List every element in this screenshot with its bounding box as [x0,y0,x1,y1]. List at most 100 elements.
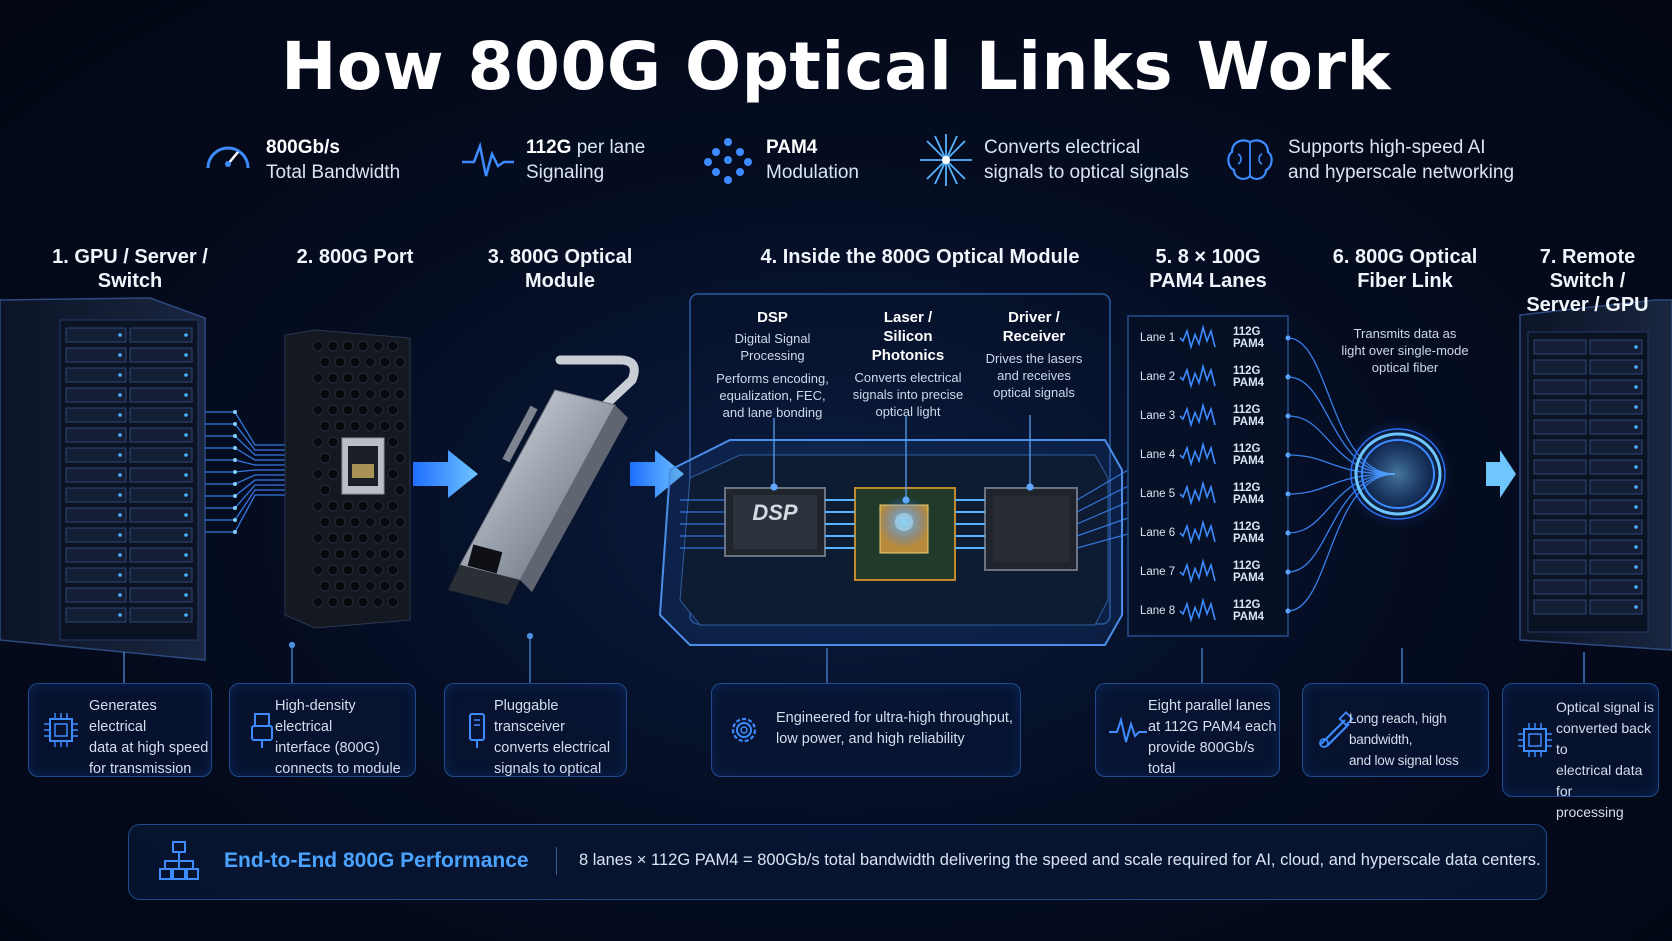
flow-arrow-2 [630,450,684,498]
status-led [118,553,122,557]
server-unit [1589,599,1643,615]
status-led [184,433,188,437]
lane-waveform [1179,324,1216,350]
fiber-cable-icon [1319,711,1354,748]
flow-arrow-1 [413,450,478,498]
vent-hole [327,468,339,480]
step-7-heading: 7. Remote Switch /Server / GPU [1526,246,1649,316]
lane-waveform [1179,363,1216,389]
server-unit [1589,459,1643,475]
status-led [1634,445,1638,449]
vent-hole [387,372,399,384]
status-led [118,573,122,577]
server-unit [129,567,193,583]
vent-hole [379,580,391,592]
server-unit [65,567,127,583]
vent-hole [394,356,406,368]
signal-trace [205,435,290,456]
vent-hole [364,548,376,560]
status-led [184,553,188,557]
server-unit [65,487,127,503]
status-led [1634,345,1638,349]
board-trace [1076,501,1129,525]
vent-hole [349,548,361,560]
server-unit [1533,359,1587,375]
vent-hole [342,596,354,608]
status-led [184,533,188,537]
vent-hole [319,420,331,432]
laser-photonics-chip [854,487,956,581]
module-column-dsp: DSP Digital Signal Processing Performs e… [716,309,829,420]
status-led [1634,405,1638,409]
vent-hole [312,372,324,384]
vent-hole [379,388,391,400]
step-3-heading: 3. 800G Optical Module [487,246,633,292]
vent-hole [357,340,369,352]
card-fiber: Long reach, high bandwidth,and low signa… [1302,683,1489,777]
server-unit [129,447,193,463]
status-led [1634,365,1638,369]
vent-hole [379,548,391,560]
vent-hole [334,516,346,528]
summary-divider [556,847,557,875]
server-unit [1589,339,1643,355]
vent-hole [327,596,339,608]
server-unit [65,467,127,483]
status-led [184,393,188,397]
server-unit [1589,399,1643,415]
vent-hole [312,564,324,576]
server-unit [65,547,127,563]
server-unit [1589,379,1643,395]
status-led [118,613,122,617]
server-unit [129,367,193,383]
status-led [184,373,188,377]
vent-hole [372,500,384,512]
server-unit [1533,499,1587,515]
vent-hole [312,468,324,480]
server-unit [129,347,193,363]
signal-trace [205,489,290,521]
status-led [184,413,188,417]
signal-trace [205,411,290,446]
status-led [1634,585,1638,589]
page-title: How 800G Optical Links Work [281,28,1391,105]
vent-hole [319,580,331,592]
server-unit [129,607,193,623]
vent-hole [379,420,391,432]
signal-trace [205,423,290,451]
trace-node [233,410,237,414]
vent-hole [357,564,369,576]
server-unit [1533,519,1587,535]
status-led [118,353,122,357]
status-led [118,393,122,397]
transceiver-icon [469,713,485,748]
status-led [184,353,188,357]
trace-node [233,494,237,498]
vent-hole [327,404,339,416]
server-unit [1533,379,1587,395]
vent-hole [349,356,361,368]
summary-heading: End-to-End 800G Performance [224,849,529,872]
vent-hole [312,340,324,352]
status-led [1634,385,1638,389]
waveform-icon [462,141,514,177]
gear-icon [731,717,757,743]
status-led [118,333,122,337]
server-unit [1533,459,1587,475]
vent-hole [334,388,346,400]
server-unit [129,487,193,503]
server-unit [129,407,193,423]
vent-hole [334,420,346,432]
vent-hole [387,340,399,352]
server-unit [1533,399,1587,415]
vent-hole [372,596,384,608]
